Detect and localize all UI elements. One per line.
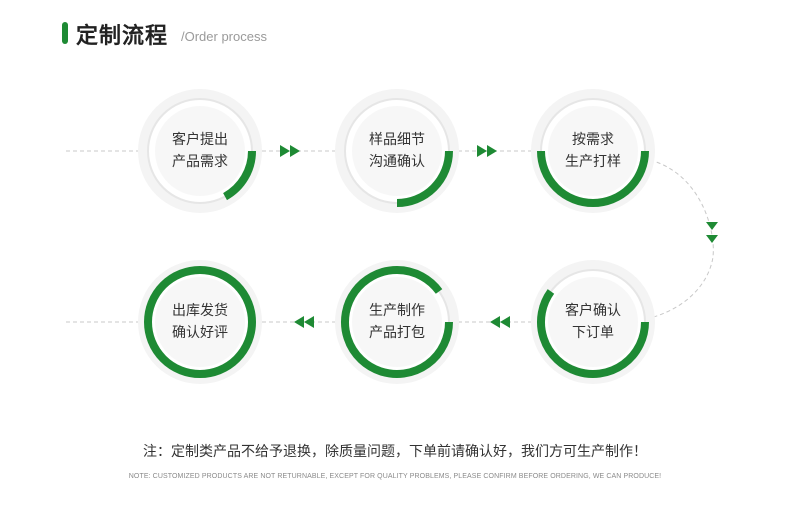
step-progress-arc [341,266,453,378]
step-circle-5 [335,260,459,384]
page-subtitle: /Order process [181,29,267,44]
connector-curve-right [649,159,714,319]
step-circle-1 [138,89,262,213]
flow-step-circles [138,89,655,384]
arrow-down [706,222,718,243]
step-inner [155,106,245,196]
arrow-left-1 [294,316,314,328]
page-title: 定制流程 [76,24,169,49]
arrow-chevron [304,316,314,328]
step-label-4: 客户确认下订单 [565,303,621,341]
arrow-chevron [477,145,487,157]
arrow-chevron [706,222,718,230]
step-circle-3 [531,89,655,213]
step-inner [352,106,442,196]
notice-chinese: 注：定制类产品不给予退换，除质量问题，下单前请确认好，我们方可生产制作！ [143,444,647,460]
arrow-right-1 [280,145,300,157]
arrow-right-2 [477,145,497,157]
notice-english: NOTE: CUSTOMIZED PRODUCTS ARE NOT RETURN… [128,473,662,480]
step-label-2: 样品细节沟通确认 [369,132,425,170]
step-progress-arc [537,150,649,207]
arrow-chevron [500,316,510,328]
step-circle-2 [335,89,459,213]
step-progress-arc [144,266,256,378]
arrow-chevron [706,235,718,243]
arrow-chevron [280,145,290,157]
step-circle-6 [138,260,262,384]
arrow-left-2 [490,316,510,328]
step-label-1: 客户提出产品需求 [172,132,228,170]
step-inner [352,277,442,367]
step-progress-arc [537,289,649,378]
arrow-chevron [290,145,300,157]
step-circle-4 [531,260,655,384]
step-label-3: 按需求生产打样 [565,132,621,170]
step-progress-arc [396,150,453,207]
step-label-6: 出库发货确认好评 [172,303,228,341]
arrow-chevron [294,316,304,328]
arrow-chevron [490,316,500,328]
arrow-chevron [487,145,497,157]
flow-arrows [280,145,718,328]
step-inner [548,277,638,367]
title-accent-bar [62,22,68,44]
step-progress-arc [222,150,256,201]
step-label-5: 生产制作产品打包 [369,303,425,341]
step-inner [155,277,245,367]
step-inner [548,106,638,196]
